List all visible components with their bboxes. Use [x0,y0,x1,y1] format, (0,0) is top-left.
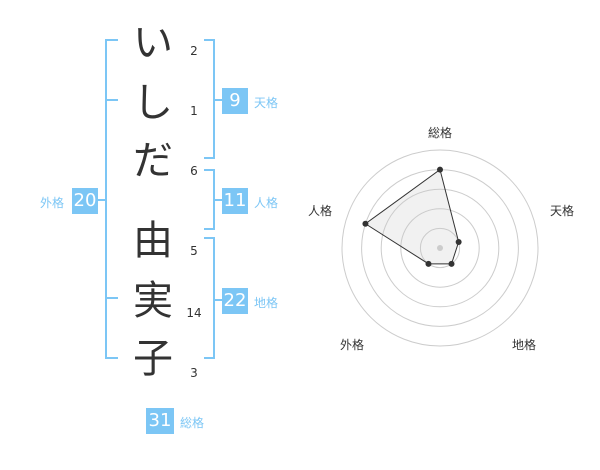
radar-point [455,238,462,245]
stroke-count: 14 [186,306,202,320]
tenkaku-label: 天格 [254,96,279,110]
radar-center-dot [437,245,443,251]
radar-point [362,220,369,227]
radar-point [425,260,432,267]
stroke-count: 1 [190,104,198,118]
chikaku-value-badge: 22 [222,288,248,314]
radar-ring [341,149,539,347]
tenkaku-value-badge: 9 [222,88,248,114]
radar-polygon [364,168,460,265]
stroke-count: 2 [190,44,198,58]
stroke-count: 6 [190,164,198,178]
name-char: し [133,80,173,126]
name-char: 実 [133,278,173,324]
radar-axis-label: 外格 [340,338,365,352]
name-char: だ [133,138,173,184]
name-char: 由 [133,218,173,264]
radar-ring [419,227,461,269]
radar-point [437,166,443,173]
jinkaku-label: 人格 [254,196,279,210]
radar-ring [380,188,500,308]
soukaku-label: 総格 [180,416,205,430]
stroke-count: 3 [190,366,198,380]
gaikaku-label: 外格 [40,196,65,210]
name-char: 子 [133,336,173,382]
radar-axis-label: 地格 [512,338,537,352]
chikaku-label: 地格 [254,296,279,310]
chikaku-bracket [204,237,215,359]
gaikaku-value-badge: 20 [72,188,98,214]
radar-ring [400,208,480,288]
radar-axis-label: 天格 [550,204,575,218]
radar-point [448,260,455,267]
radar-axis-label: 人格 [308,204,333,218]
name-char: い [133,20,173,66]
stroke-count: 5 [190,244,198,258]
radar-axis-label: 総格 [428,126,453,140]
jinkaku-value-badge: 11 [222,188,248,214]
soukaku-value-badge: 31 [146,408,174,434]
